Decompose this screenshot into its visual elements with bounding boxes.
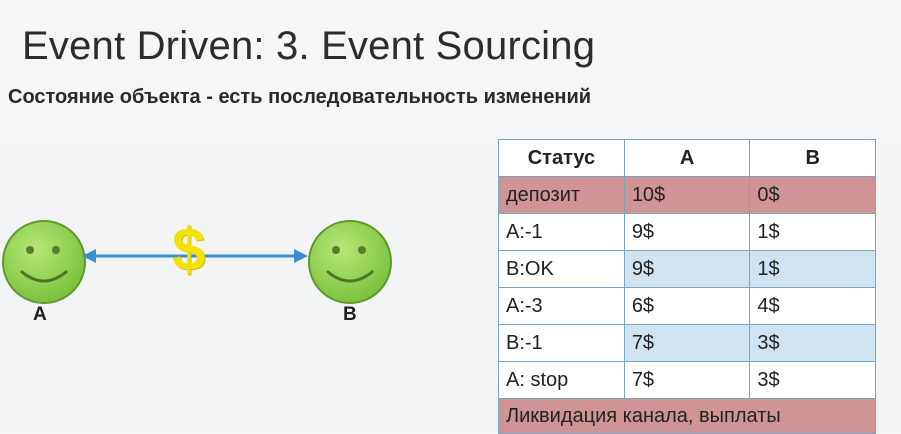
table-row: B:-1 7$ 3$ xyxy=(498,324,876,362)
cell-a: 7$ xyxy=(623,324,751,362)
cell-b: 3$ xyxy=(749,361,876,399)
table-footer-row: Ликвидация канала, выплаты xyxy=(498,398,876,434)
cell-b: 1$ xyxy=(749,213,876,251)
label-party-b: B xyxy=(343,304,357,325)
cell-status: A:-1 xyxy=(498,213,625,251)
cell-status: депозит xyxy=(498,176,625,214)
cell-a: 10$ xyxy=(623,176,751,214)
cell-b: 3$ xyxy=(749,324,876,362)
cell-b: 4$ xyxy=(749,287,876,325)
table-row: A: stop 7$ 3$ xyxy=(498,361,876,399)
double-arrow-icon xyxy=(80,240,310,277)
cell-status: A:-3 xyxy=(498,287,625,325)
smiley-a-icon xyxy=(0,218,88,306)
table-header-row: Статус A B xyxy=(498,139,876,177)
cell-a: 6$ xyxy=(623,287,751,325)
cell-a: 9$ xyxy=(623,213,751,251)
cell-b: 0$ xyxy=(749,176,876,214)
cell-status: B:-1 xyxy=(498,324,625,362)
footer-note: Ликвидация канала, выплаты xyxy=(498,398,876,434)
cell-b: 1$ xyxy=(749,250,876,288)
header-a: A xyxy=(623,139,751,177)
slide-subtitle: Состояние объекта - есть последовательно… xyxy=(8,86,592,108)
table-row: A:-3 6$ 4$ xyxy=(498,287,876,325)
cell-status: A: stop xyxy=(498,361,625,399)
cell-a: 7$ xyxy=(623,361,751,399)
label-party-a: A xyxy=(33,304,47,325)
dollar-icon: $ xyxy=(172,216,206,283)
cell-status: B:OK xyxy=(498,250,625,288)
smiley-b-icon xyxy=(306,218,394,306)
table-row: A:-1 9$ 1$ xyxy=(498,213,876,251)
cell-a: 9$ xyxy=(623,250,751,288)
header-status: Статус xyxy=(498,139,625,177)
slide-title: Event Driven: 3. Event Sourcing xyxy=(22,24,596,68)
event-ledger-table: Статус A B депозит 10$ 0$ A:-1 9$ 1$ B:O… xyxy=(498,139,876,434)
table-row: B:OK 9$ 1$ xyxy=(498,250,876,288)
table-row: депозит 10$ 0$ xyxy=(498,176,876,214)
header-b: B xyxy=(749,139,876,177)
